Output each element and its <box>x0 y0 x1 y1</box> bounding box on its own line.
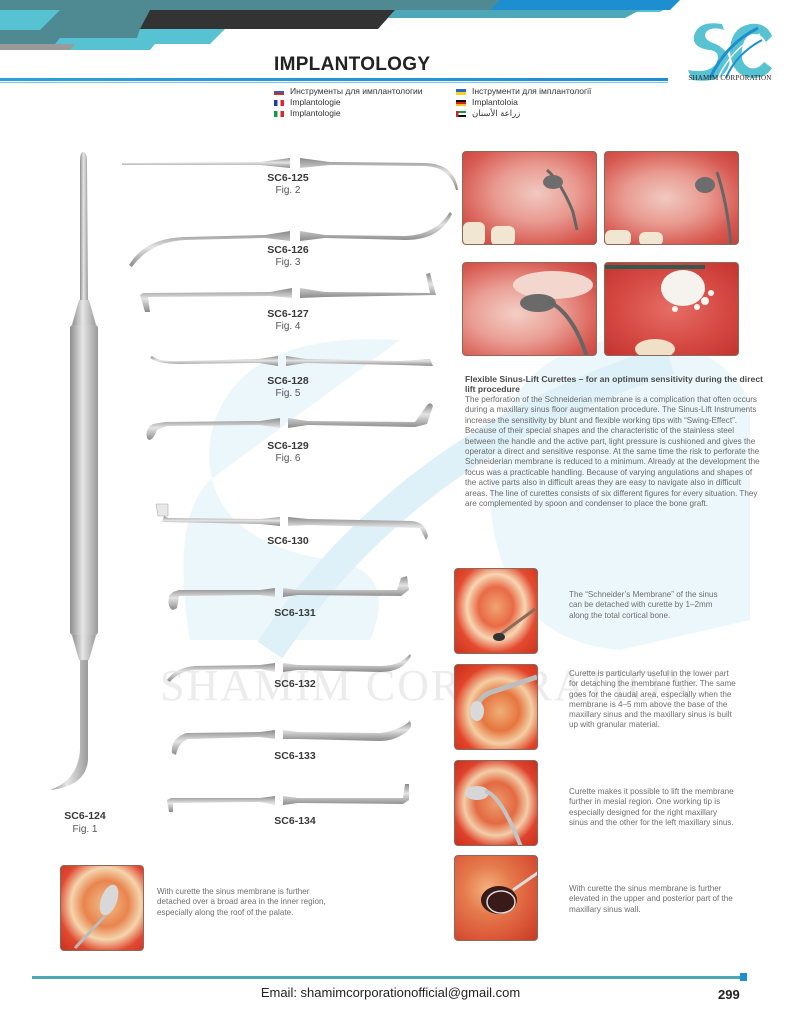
instrument-sc6-133 <box>171 721 411 755</box>
instrument-sc6-134 <box>167 784 409 812</box>
translation-ua: Інструменти для імплантології <box>456 86 646 97</box>
instrument-code: SC6-128 <box>267 375 309 387</box>
surgical-photo-8 <box>454 855 538 941</box>
instrument-sc6-126 <box>129 212 452 267</box>
footer-divider <box>32 976 742 979</box>
instrument-sc6-124 <box>50 152 98 790</box>
caption-2: Curette is particularly useful in the lo… <box>569 669 736 730</box>
instrument-code: SC6-129 <box>267 440 309 452</box>
description-title: Flexible Sinus-Lift Curettes – for an op… <box>465 374 763 394</box>
instrument-fig: Fig. 3 <box>275 257 301 268</box>
instrument-sc6-129 <box>146 403 433 440</box>
instrument-sc6-125 <box>122 158 458 190</box>
footer-marker <box>740 973 747 981</box>
surgical-photo-7 <box>454 760 538 846</box>
caption-5: With curette the sinus membrane is furth… <box>157 887 326 917</box>
flag-de-icon <box>456 99 466 106</box>
flag-ua-icon <box>456 88 466 95</box>
instrument-sc6-132 <box>167 654 411 682</box>
instrument-code: SC6-124 <box>64 810 106 822</box>
instrument-code: SC6-130 <box>267 535 309 547</box>
surgical-photo-3 <box>462 262 597 356</box>
translation-fr: Implantologie <box>274 97 464 108</box>
instrument-code: SC6-131 <box>274 607 316 619</box>
surgical-photo-5 <box>454 568 538 654</box>
flag-ru-icon <box>274 88 284 95</box>
translation-ru: Инструменты для имплантологии <box>274 86 464 97</box>
translation-de: Implantoloia <box>456 97 646 108</box>
instrument-sc6-128 <box>150 356 433 366</box>
surgical-photo-9 <box>60 865 144 951</box>
instrument-code: SC6-127 <box>267 308 309 320</box>
caption-4: With curette the sinus membrane is furth… <box>569 884 733 914</box>
instrument-code: SC6-133 <box>274 750 316 762</box>
page-number: 299 <box>718 987 740 1002</box>
title-divider-thin <box>0 82 668 83</box>
instrument-sc6-131 <box>168 576 409 610</box>
instrument-code: SC6-134 <box>274 815 316 827</box>
instrument-sc6-127 <box>140 273 436 312</box>
instrument-code: SC6-125 <box>267 172 309 184</box>
instrument-fig: Fig. 6 <box>275 453 301 464</box>
instrument-fig: Fig. 4 <box>275 321 301 332</box>
title-divider <box>0 78 668 81</box>
page-title: IMPLANTOLOGY <box>274 54 431 75</box>
surgical-photo-1 <box>462 151 597 245</box>
header-stripes <box>0 0 680 50</box>
caption-3: Curette makes it possible to lift the me… <box>569 787 734 827</box>
surgical-photo-2 <box>604 151 739 245</box>
flag-ae-icon <box>456 110 466 117</box>
surgical-photo-4 <box>604 262 739 356</box>
instrument-fig: Fig. 1 <box>72 824 98 835</box>
translation-it: Implantologie <box>274 108 464 119</box>
brand-logo <box>688 23 772 81</box>
instrument-sc6-130 <box>155 503 428 540</box>
instrument-code: SC6-126 <box>267 244 309 256</box>
footer-email: Email: shamimcorporationofficial@gmail.c… <box>260 985 521 1000</box>
description-body: The perforation of the Schneiderian memb… <box>465 395 760 509</box>
surgical-photo-6 <box>454 664 538 750</box>
instrument-fig: Fig. 5 <box>275 388 301 399</box>
instrument-code: SC6-132 <box>274 678 316 690</box>
brand-name: SHAMIM CORPORATION <box>688 74 772 82</box>
flag-fr-icon <box>274 99 284 106</box>
caption-1: The “Schneider’s Membrane” of the sinus … <box>569 590 718 620</box>
flag-it-icon <box>274 110 284 117</box>
instrument-fig: Fig. 2 <box>275 185 301 196</box>
translation-ae: زراعة الأسنان <box>456 108 646 119</box>
